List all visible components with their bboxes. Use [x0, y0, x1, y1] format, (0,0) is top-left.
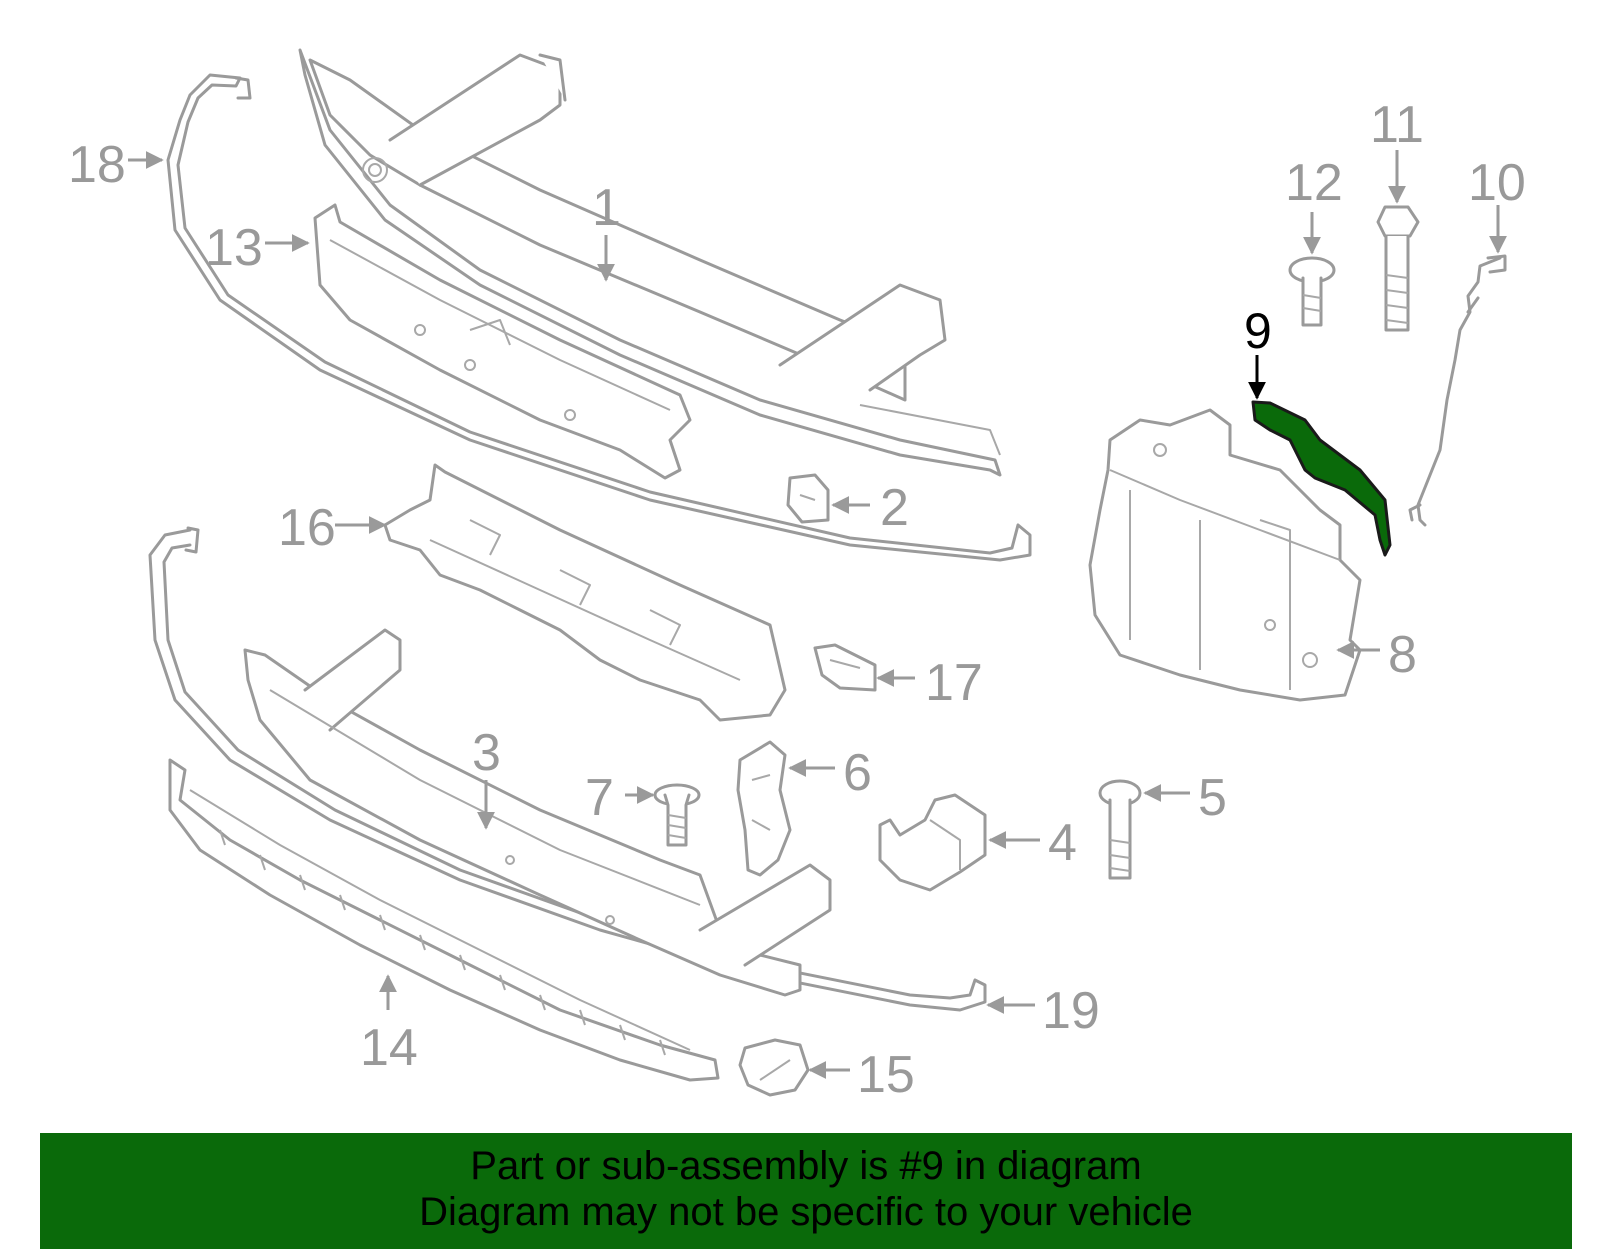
callout-1: 1 — [592, 179, 621, 237]
part-4-bracket — [878, 793, 987, 892]
callout-9-highlighted: 9 — [1244, 303, 1272, 359]
banner-line-1: Part or sub-assembly is #9 in diagram — [470, 1144, 1142, 1188]
part-15-cover — [738, 1038, 810, 1097]
callout-2: 2 — [880, 479, 909, 537]
callout-15: 15 — [857, 1046, 915, 1104]
callout-labels: 18 13 1 2 16 17 3 7 6 4 5 8 19 14 15 12 … — [68, 96, 1526, 1104]
part-17-bracket — [813, 643, 877, 692]
part-9-bracket-highlighted — [1251, 400, 1392, 557]
part-11-long-bolt — [1376, 205, 1420, 332]
callout-18: 18 — [68, 136, 126, 194]
part-16-air-deflector — [383, 463, 787, 722]
callout-13: 13 — [205, 219, 263, 277]
part-2-clip — [786, 473, 830, 524]
part-18-trim-strip — [166, 73, 1032, 562]
callout-5: 5 — [1198, 769, 1227, 827]
callout-6: 6 — [843, 744, 872, 802]
part-12-bolt — [1288, 256, 1336, 327]
callout-arrows — [128, 150, 1507, 1079]
callout-11: 11 — [1370, 96, 1424, 154]
callout-3: 3 — [472, 724, 501, 782]
part-6-bracket — [736, 740, 792, 877]
info-banner: Part or sub-assembly is #9 in diagram Di… — [40, 1133, 1572, 1249]
part-14-grille-strip — [168, 758, 720, 1082]
parts-diagram: 18 13 1 2 16 17 3 7 6 4 5 8 19 14 15 12 … — [68, 48, 1526, 1104]
callout-7: 7 — [585, 769, 614, 827]
part-3-lower-beam — [243, 628, 832, 997]
callout-19: 19 — [1042, 982, 1100, 1040]
part-5-bolt — [1098, 779, 1142, 880]
banner-line-2: Diagram may not be specific to your vehi… — [419, 1190, 1193, 1234]
callout-10: 10 — [1468, 154, 1526, 212]
callout-14: 14 — [360, 1019, 418, 1077]
part-1-reinforcement-beam — [298, 48, 1002, 477]
callout-4: 4 — [1048, 814, 1077, 872]
callout-12: 12 — [1285, 154, 1343, 212]
part-13-absorber — [313, 203, 692, 480]
callout-8: 8 — [1388, 626, 1417, 684]
part-8-mount — [1088, 408, 1362, 702]
part-7-bolt — [653, 783, 701, 847]
part-10-cable — [1408, 254, 1507, 527]
callout-17: 17 — [925, 654, 983, 712]
callout-16: 16 — [278, 499, 336, 557]
part-19-lower-trim — [148, 526, 987, 1012]
